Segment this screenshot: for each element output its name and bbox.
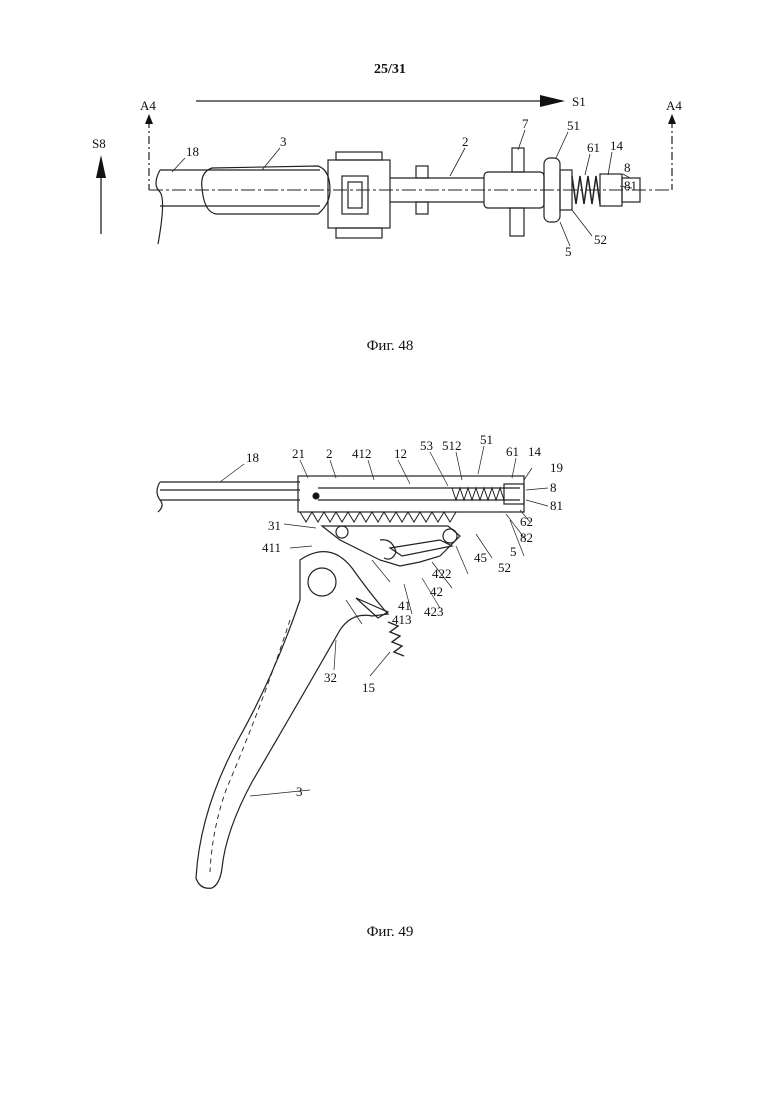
fig48-label-51: 51: [567, 118, 580, 133]
rack-412: [300, 512, 456, 522]
fig49-label-62: 62: [520, 514, 533, 529]
fig48-label-2: 2: [462, 134, 469, 149]
figure-49-caption: Фиг. 49: [0, 924, 780, 941]
fig49-label-411: 411: [262, 540, 281, 555]
fig49-label-42: 42: [430, 584, 443, 599]
fig49-label-15: 15: [362, 680, 375, 695]
fig49-label-53: 53: [420, 438, 433, 453]
tube-break: [156, 170, 163, 244]
section-mark-left: A4: [140, 98, 156, 113]
clamp-bottom: [336, 228, 382, 238]
pawl-413: [380, 540, 396, 559]
stud-7: [512, 148, 524, 172]
figure-48-caption: Фиг. 48: [0, 338, 780, 355]
fig49-label-8: 8: [550, 480, 557, 495]
s8-arrow-head: [96, 155, 106, 178]
fig48-label-7: 7: [522, 116, 529, 131]
fig49-label-18: 18: [246, 450, 259, 465]
lever-pivot-32: [308, 568, 336, 596]
fig49-label-5: 5: [510, 544, 517, 559]
s1-arrow-head: [540, 95, 565, 107]
fig49-label-512: 512: [442, 438, 462, 453]
fig49-label-14: 14: [528, 444, 542, 459]
fig49-label-12: 12: [394, 446, 407, 461]
s8-label: S8: [92, 136, 106, 151]
fig49-label-81: 81: [550, 498, 563, 513]
pivot-21: [313, 493, 319, 499]
pin-top: [416, 166, 428, 178]
fig49-leaders: [220, 446, 548, 796]
pivot-45: [443, 529, 457, 543]
fig49-label-2: 2: [326, 446, 333, 461]
fig48-label-18: 18: [186, 144, 199, 159]
tube-break: [157, 482, 162, 512]
tube-18: [160, 170, 320, 206]
figure-48: S1 A4 A4 S8: [92, 94, 682, 259]
section-arrow-left: [145, 114, 153, 124]
figure-49: 18 21 2 412 12 53 512 51 61 14 19 8 81 6…: [157, 432, 563, 888]
fig49-label-422: 422: [432, 566, 452, 581]
fig49-label-3: 3: [296, 784, 303, 799]
fig48-label-3: 3: [280, 134, 287, 149]
stud-lower: [510, 208, 524, 236]
fig49-label-31: 31: [268, 518, 281, 533]
pivot-31: [336, 526, 348, 538]
spring-53: [452, 488, 504, 500]
fig49-label-45: 45: [474, 550, 487, 565]
clamp-block: [328, 160, 390, 228]
fig49-label-21: 21: [292, 446, 305, 461]
cap-14: [504, 484, 524, 504]
fig49-label-32: 32: [324, 670, 337, 685]
tube-18: [160, 482, 300, 500]
fig49-label-412: 412: [352, 446, 372, 461]
fig49-label-61: 61: [506, 444, 519, 459]
fig48-label-52: 52: [594, 232, 607, 247]
clamp-inner: [348, 182, 362, 208]
spring-15: [388, 622, 404, 656]
fig48-label-14: 14: [610, 138, 624, 153]
fig49-label-19: 19: [550, 460, 563, 475]
fig48-label-61: 61: [587, 140, 600, 155]
trigger-body: [322, 526, 460, 566]
fig48-label-8: 8: [624, 160, 631, 175]
section-mark-right: A4: [666, 98, 682, 113]
pin-bottom: [416, 202, 428, 214]
clamp-top: [336, 152, 382, 160]
fig49-label-51: 51: [480, 432, 493, 447]
fig49-label-82: 82: [520, 530, 533, 545]
s1-label: S1: [572, 94, 586, 109]
section-arrow-right: [668, 114, 676, 124]
fig48-label-5: 5: [565, 244, 572, 259]
fig49-label-413: 413: [392, 612, 412, 627]
fig49-label-52: 52: [498, 560, 511, 575]
fig49-label-423: 423: [424, 604, 444, 619]
fig48-leaders: [172, 130, 632, 246]
lever-3: [196, 552, 388, 889]
fig49-label-41: 41: [398, 598, 411, 613]
fig48-label-81: 81: [624, 178, 637, 193]
